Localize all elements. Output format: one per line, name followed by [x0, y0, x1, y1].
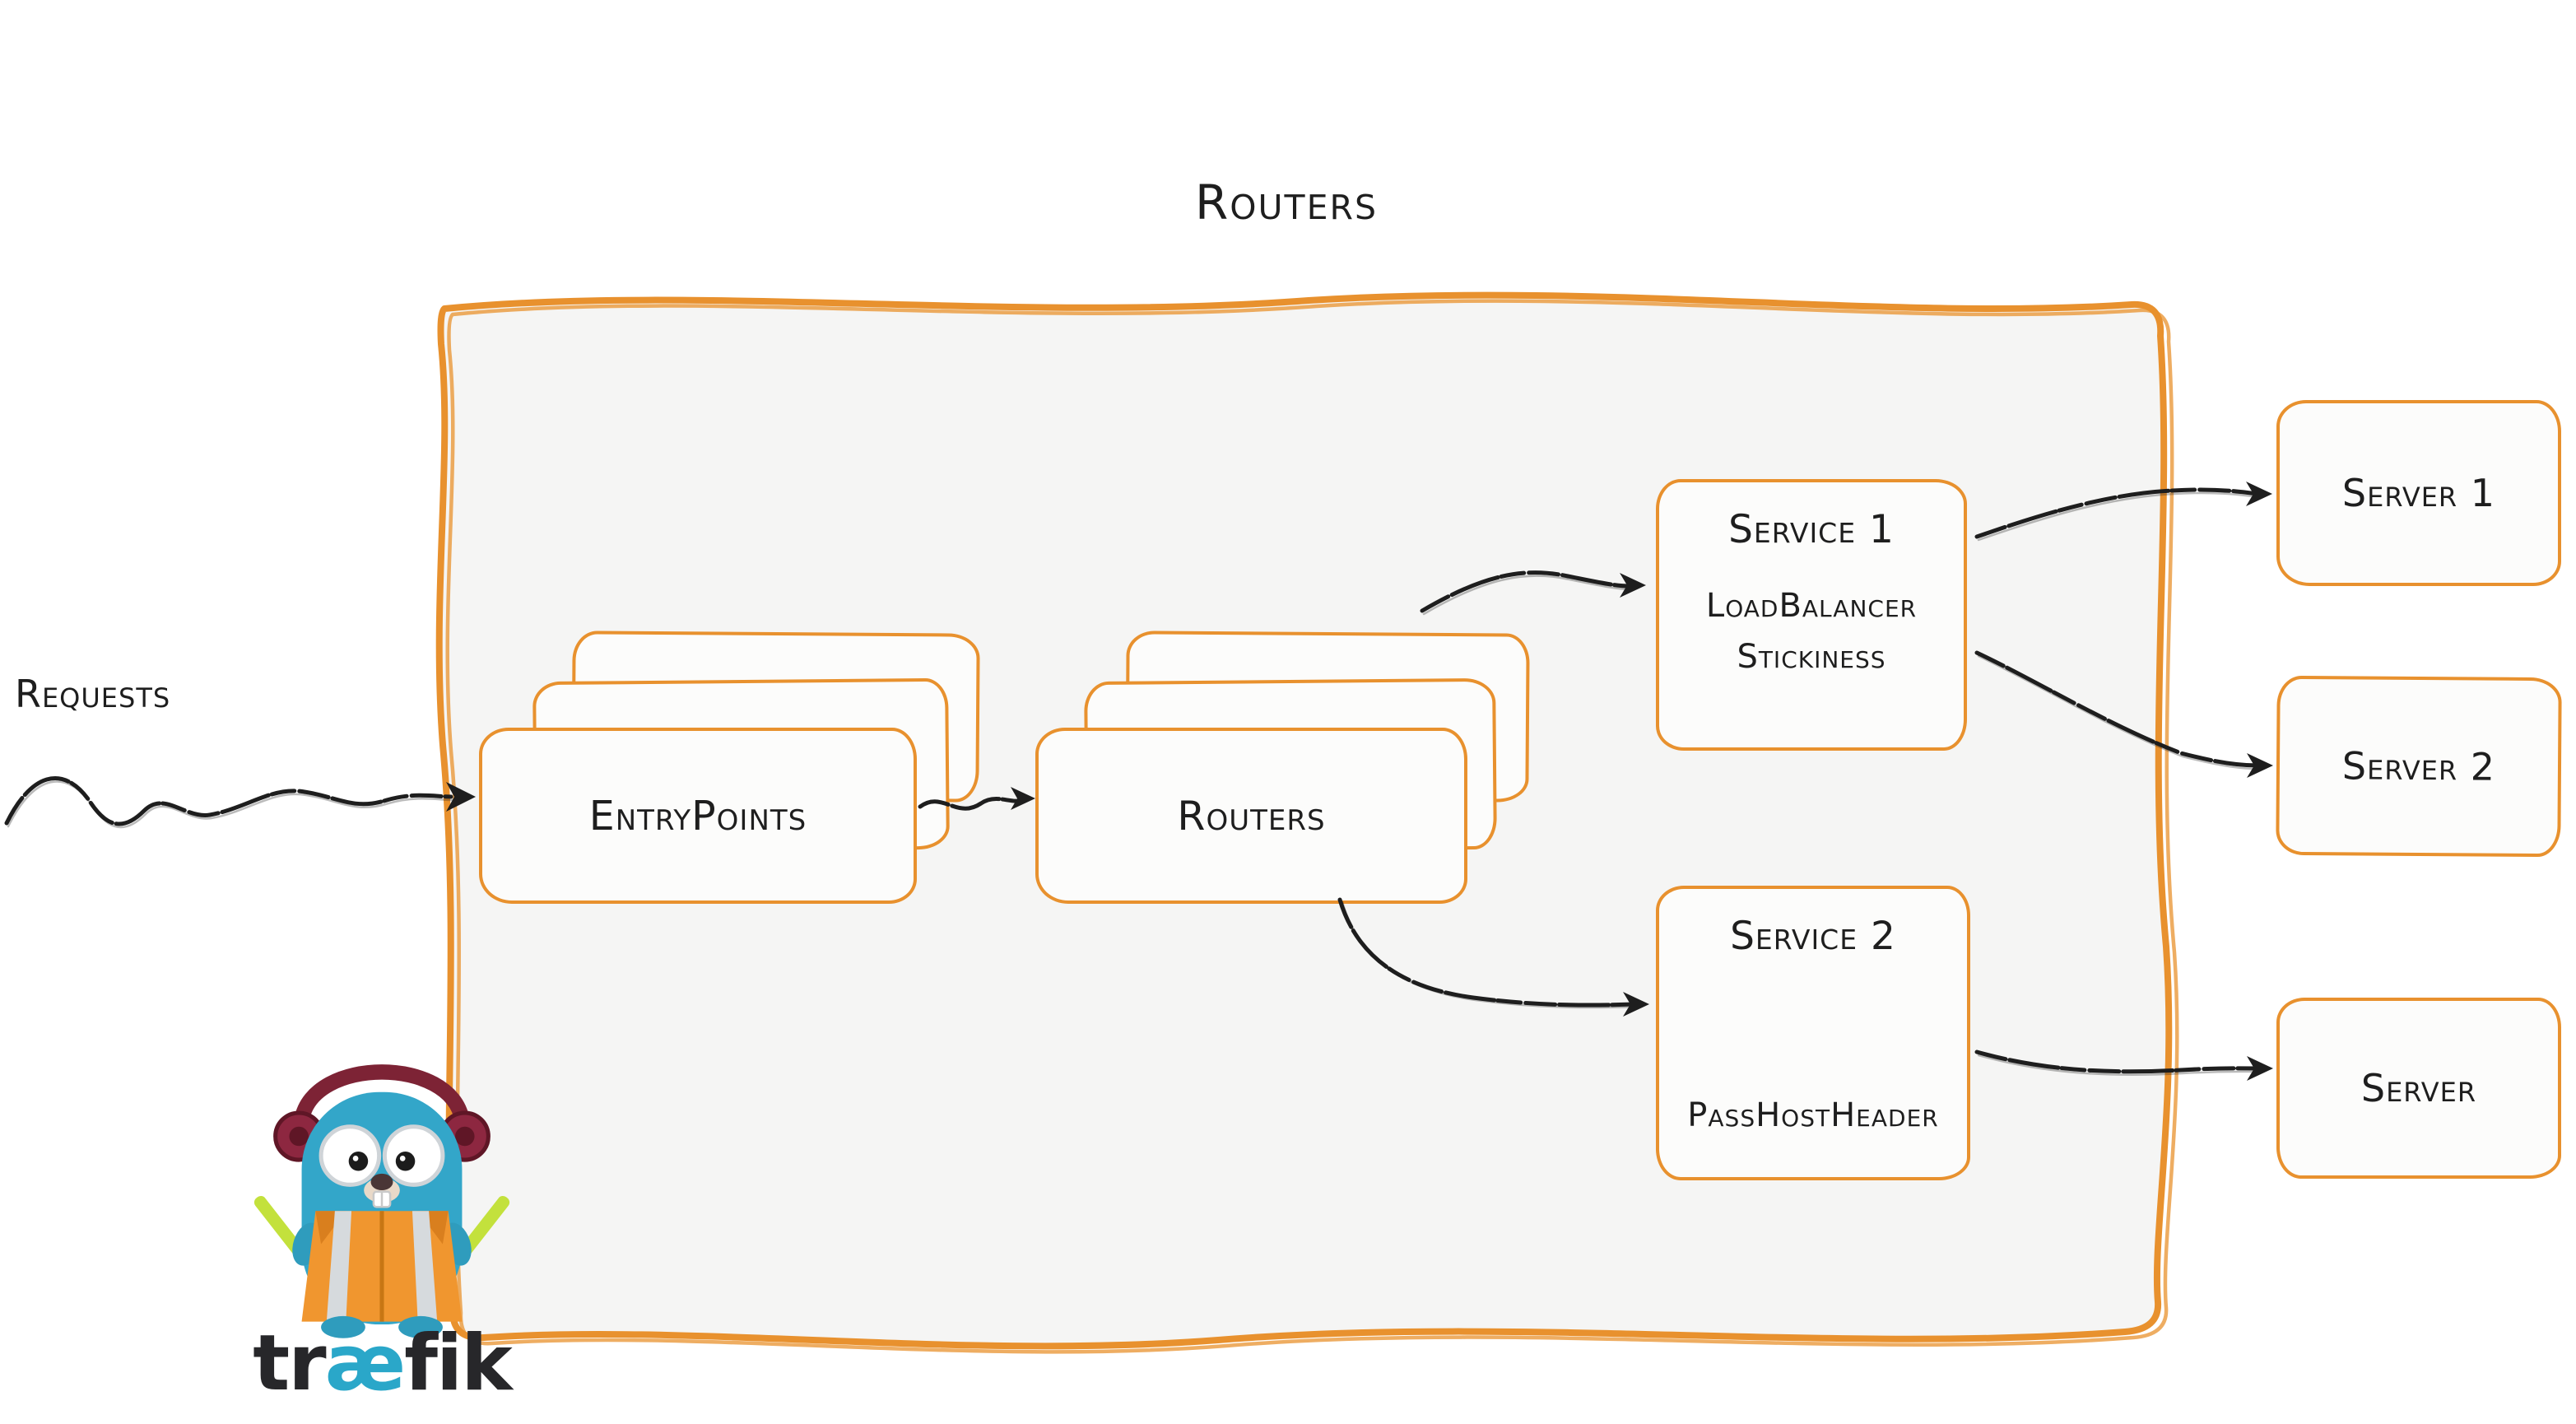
server2-label: Server 2	[2341, 743, 2496, 789]
server1-node: Server 1	[2276, 400, 2561, 586]
diagram-title: Routers	[1194, 175, 1379, 230]
entrypoints-node: EntryPoints	[479, 728, 917, 904]
service1-stickiness-label: Stickiness	[1737, 638, 1886, 676]
server1-label: Server 1	[2341, 471, 2496, 515]
wordmark-prefix: tr	[253, 1319, 326, 1408]
entrypoints-label: EntryPoints	[588, 792, 807, 840]
service1-title: Service 1	[1728, 507, 1895, 552]
wordmark-suffix: fik	[404, 1319, 513, 1408]
server2-node: Server 2	[2276, 675, 2562, 858]
traefik-wordmark: træfik	[235, 1319, 528, 1408]
service2-passhostheader-label: PassHostHeader	[1687, 1096, 1939, 1134]
server3-label: Server	[2360, 1066, 2477, 1110]
service1-node: Service 1 LoadBalancer Stickiness	[1656, 479, 1967, 751]
server3-node: Server	[2276, 998, 2561, 1179]
requests-label: Requests	[15, 672, 171, 716]
service2-node: Service 2 PassHostHeader	[1656, 886, 1970, 1180]
service1-options: LoadBalancer Stickiness	[1706, 580, 1917, 682]
traefik-mascot-icon	[253, 1064, 510, 1338]
routers-node: Routers	[1035, 728, 1467, 904]
wordmark-ligature: æ	[324, 1319, 406, 1408]
routers-label: Routers	[1177, 792, 1326, 840]
service2-title: Service 2	[1730, 914, 1896, 959]
service1-loadbalancer-label: LoadBalancer	[1705, 587, 1918, 625]
